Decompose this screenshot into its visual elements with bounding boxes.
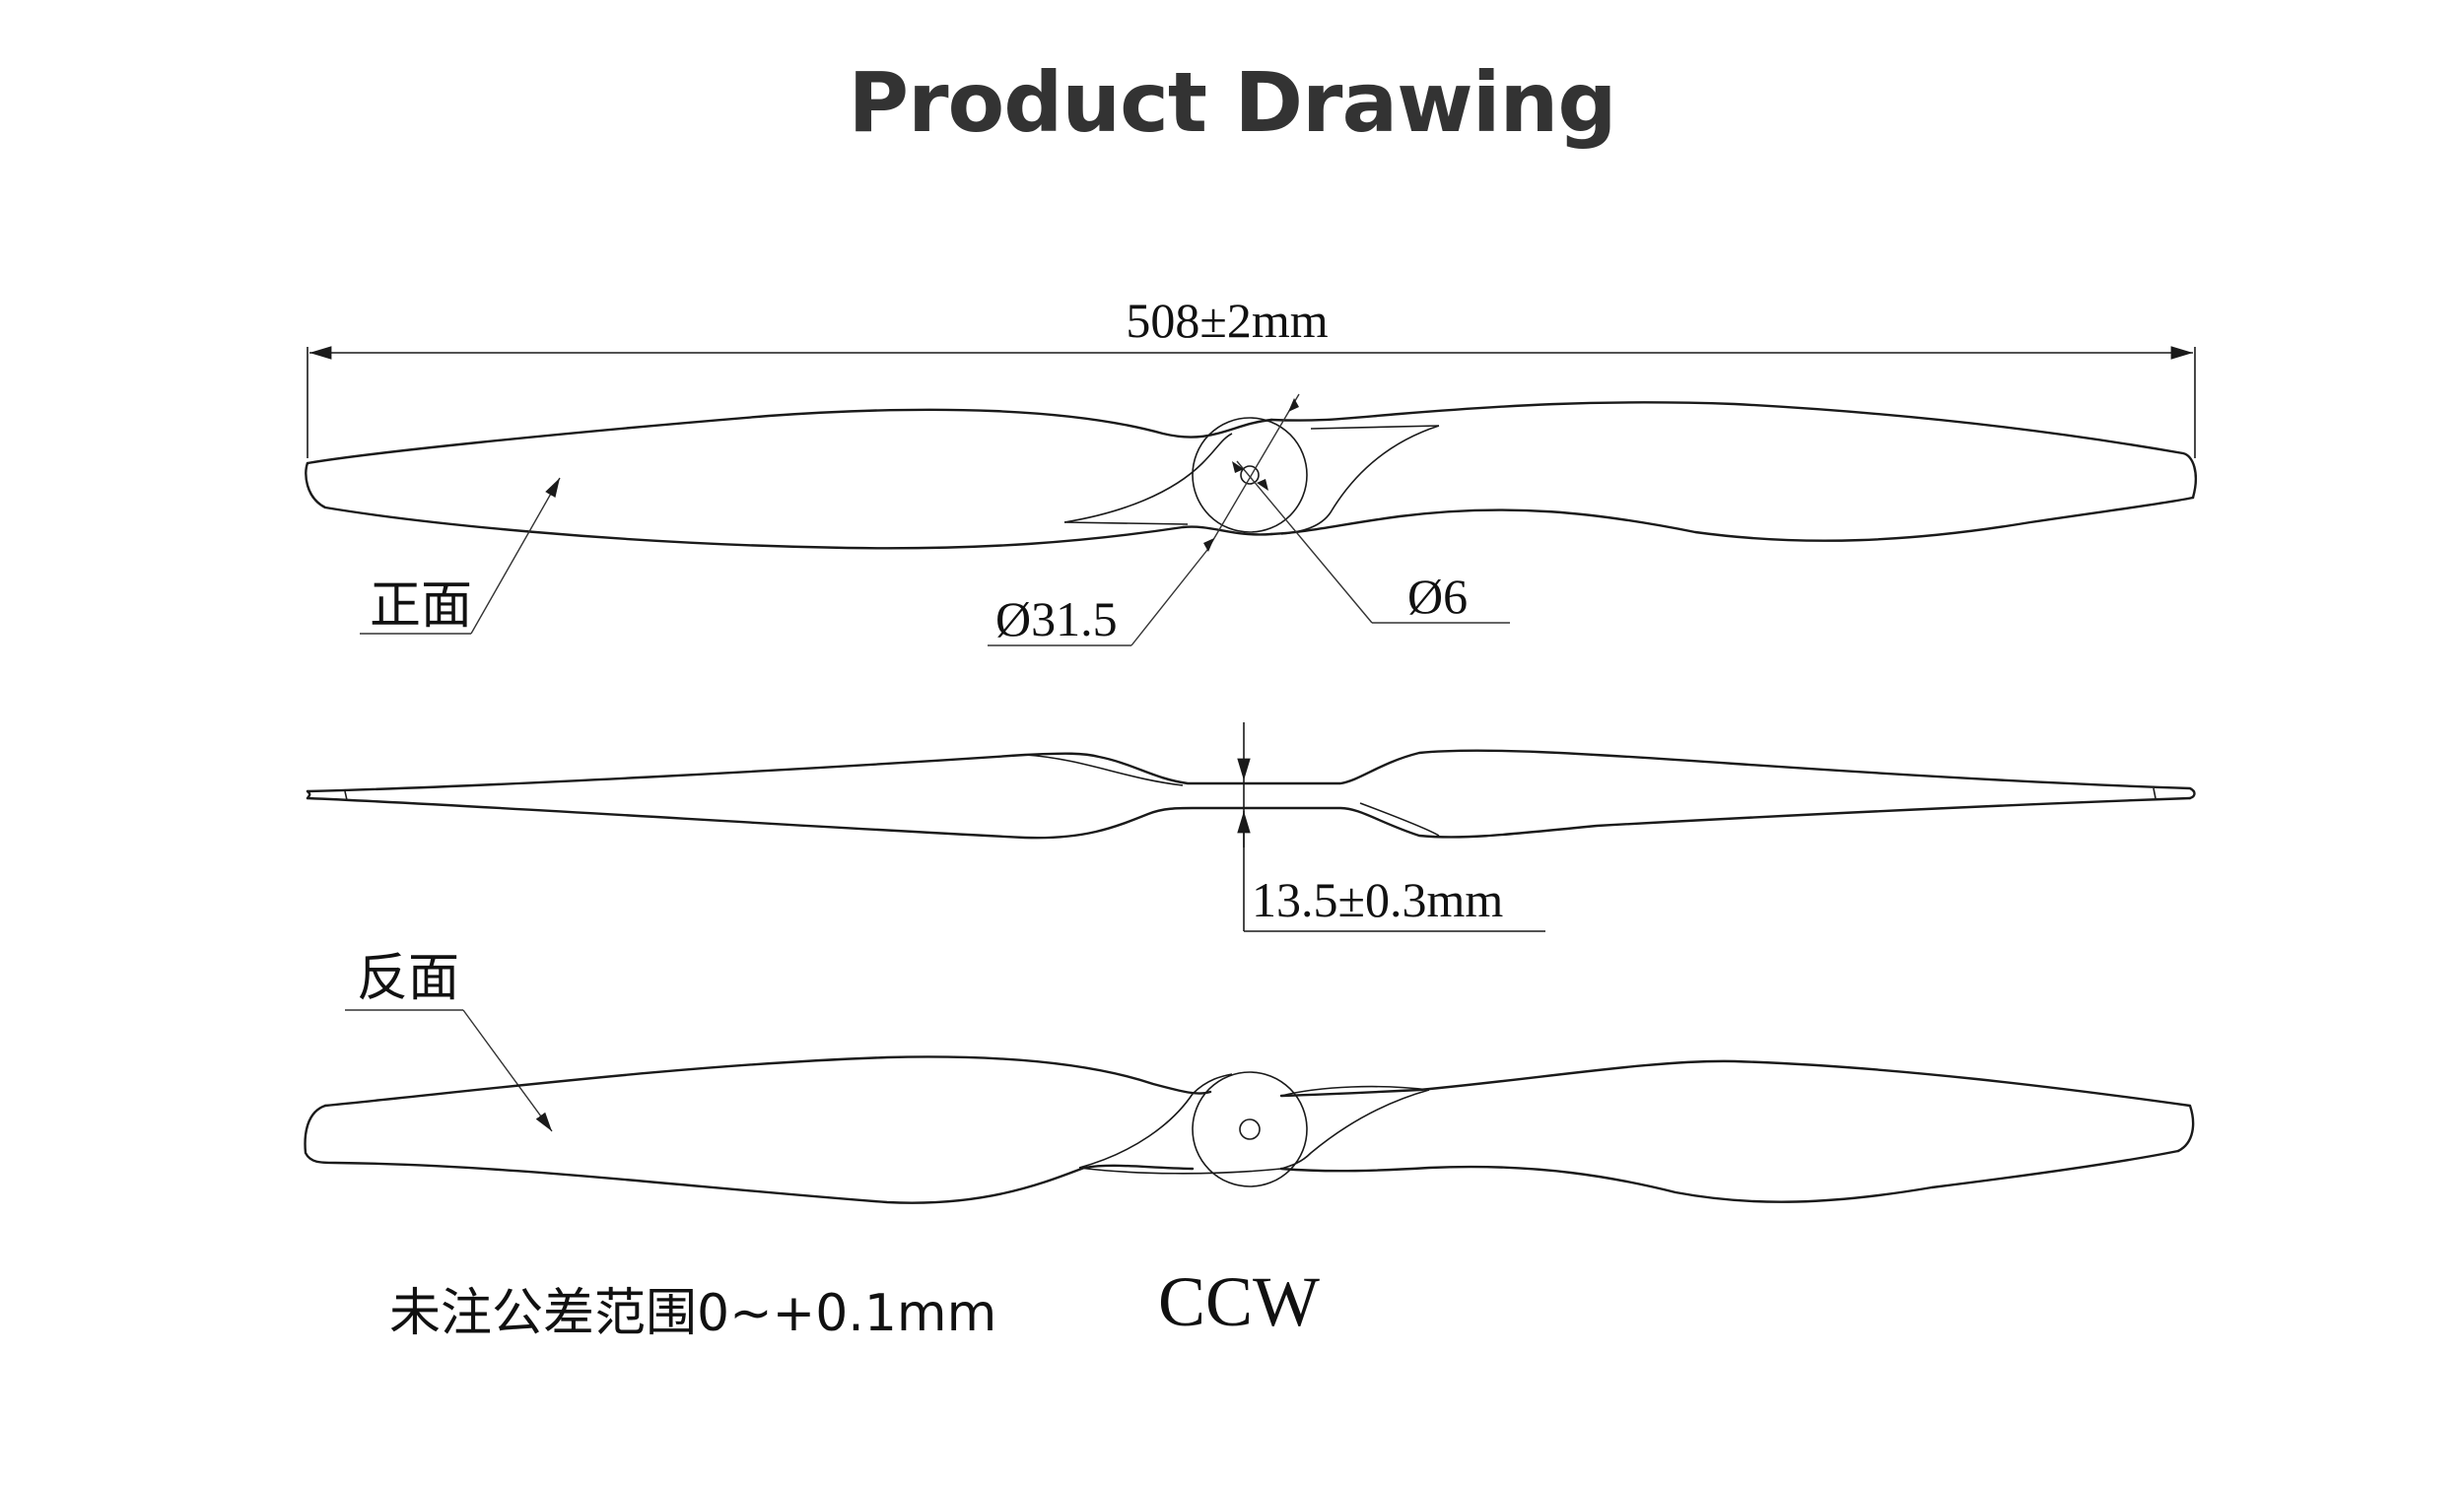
page-title: Product Drawing bbox=[848, 54, 1617, 151]
back-face-label: 反面 bbox=[357, 949, 459, 1008]
bore-diameter-label: Ø6 bbox=[1407, 569, 1468, 624]
hub-diameter-label: Ø31.5 bbox=[995, 591, 1118, 646]
front-view-propeller bbox=[305, 401, 2197, 550]
front-face-callout: 正面 bbox=[360, 477, 561, 636]
hub-diameter-callout: Ø31.5 bbox=[988, 393, 1300, 646]
overall-length-label: 508±2mm bbox=[1126, 293, 1328, 348]
thickness-label: 13.5±0.3mm bbox=[1252, 872, 1503, 927]
back-view-propeller bbox=[304, 1055, 2195, 1204]
back-face-callout: 反面 bbox=[345, 949, 553, 1132]
thickness-dimension: 13.5±0.3mm bbox=[1237, 722, 1545, 932]
tolerance-note: 未注公差范围0~+0.1mm bbox=[389, 1284, 996, 1343]
bore-diameter-callout: Ø6 bbox=[1232, 460, 1510, 624]
front-face-label: 正面 bbox=[370, 576, 472, 636]
overall-length-dimension: 508±2mm bbox=[307, 293, 2196, 458]
rotation-direction-label: CCW bbox=[1158, 1262, 1320, 1341]
side-view-propeller bbox=[306, 749, 2196, 840]
